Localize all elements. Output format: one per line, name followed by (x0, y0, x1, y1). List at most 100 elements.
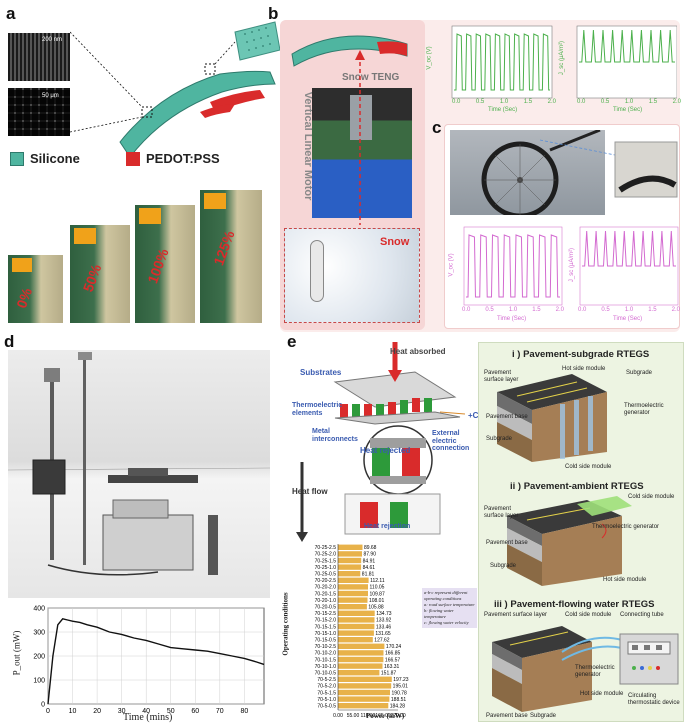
bicycle-wheel (481, 130, 678, 215)
chart-e-category-label: 70-20-0.5 (315, 605, 337, 611)
rtegs2-label-surface: Pavement surface layer (484, 506, 519, 519)
snow-label: Snow (380, 236, 410, 248)
chart-e-category-label: 70-20-1.5 (315, 591, 337, 597)
chart-e-category-label: 70-25-2.0 (315, 552, 337, 558)
chart-e-xtick: 55.00 (347, 713, 360, 719)
rtegs3-label-tube: Connecting tube (620, 612, 664, 618)
substrates-label: Substrates (300, 368, 342, 377)
silicone-device-illustration (70, 21, 281, 158)
strain-photo-125 (200, 190, 262, 323)
chart-e-bar (338, 683, 392, 689)
chart-e-xtick: 110.00 (361, 713, 376, 719)
chart-e-value-label: 87.90 (363, 552, 376, 558)
chart-e-bar (338, 656, 384, 663)
rtegs1-diagram (497, 374, 607, 462)
chart-d-ylabel: P_out (mW) (11, 630, 22, 676)
chart-e-bar (338, 544, 363, 550)
chart-e-category-label: 70-15-0.5 (315, 638, 337, 644)
chart-e-value-label: 131.65 (375, 631, 391, 637)
chart-e-category-label: 70-10-0.5 (315, 671, 337, 677)
rtegs3-diagram (492, 626, 679, 712)
thermoelectric-module-diagram (296, 342, 466, 542)
chart-e-value-label: 133.92 (376, 618, 392, 624)
chart-e-bar (338, 604, 367, 610)
chart-e-category-label: 70-25-2.5 (315, 545, 337, 551)
chart-d-xtick: 80 (240, 708, 248, 715)
chart-c-jsc (579, 226, 679, 306)
chart-e-category-label: 70-15-1.5 (315, 624, 337, 630)
chart-c-jsc-ylabel: J_sc (μA/m²) (569, 247, 576, 283)
external-connection-label: External electric connection (432, 430, 470, 453)
chart-b-jsc-ylabel: J_sc (μA/m²) (559, 40, 566, 76)
chart-d-xtick: 40 (142, 708, 150, 715)
chart-e-value-label: 134.73 (376, 611, 392, 617)
chart-e-category-label: 70-5-1.5 (317, 690, 336, 696)
legend-silicone-swatch (10, 152, 24, 166)
chart-d-grid (47, 607, 264, 705)
panel-letter-d: d (4, 332, 15, 351)
chart-e-category-label: 70-5-1.0 (317, 697, 336, 703)
chart-e-value-label: 89.68 (364, 545, 377, 551)
chart-e-category-label: 70-20-1.0 (315, 598, 337, 604)
rtegs1-label-hot: Hot side module (562, 366, 606, 372)
chart-d-xtick: 50 (167, 708, 175, 715)
chart-d-series-line (47, 618, 265, 705)
chart-e-xlabel: Power (mW) (366, 712, 405, 720)
heat-flow-label: Heat flow (292, 487, 328, 496)
rtegs1-label-surface: Pavement surface layer (484, 370, 519, 383)
panel-letter-a: a (6, 4, 16, 23)
chart-d-xtick: 10 (69, 708, 77, 715)
chart-e-bar (338, 617, 375, 623)
arctic-station-illustration (8, 352, 270, 576)
metal-interconnects-label: Metal interconnects (312, 428, 358, 443)
chart-e-value-label: 109.87 (369, 591, 385, 597)
rtegs2-label-hot: Hot side module (603, 577, 647, 583)
arctic-station-photo (8, 350, 270, 598)
heat-rejection-label: Heat rejection (364, 523, 411, 530)
chart-b-voc (451, 25, 553, 99)
chart-e-category-label: 70-10-1.0 (315, 664, 337, 670)
chart-e-value-label: 166.57 (385, 657, 401, 663)
chart-c-voc-xlabel: Time (Sec) (497, 316, 527, 322)
chart-e-category-label: 70-10-2.5 (315, 644, 337, 650)
chart-e-bars (338, 544, 392, 709)
dashed-arrow (355, 50, 365, 225)
chart-d-ytick: 100 (33, 678, 45, 685)
chart-e-bar (338, 557, 362, 564)
sem-scale-top: 200 nm (42, 37, 63, 43)
rtegs3-label-hot: Hot side module (580, 691, 624, 697)
chart-e-xtick: 165.00 (375, 713, 391, 719)
chart-e-value-label: 84.61 (363, 565, 376, 571)
chart-e-value-label: 195.01 (393, 684, 409, 690)
snow-teng-illustration (291, 35, 408, 67)
panel-letter-e: e (287, 332, 297, 351)
chart-e-value-label: 127.62 (374, 638, 390, 644)
chart-e-bar (338, 630, 374, 636)
chart-d-xlabel: Time (mins) (123, 712, 173, 723)
chart-e-value-labels: 89.6887.9084.9184.6181.81112.11110.05109… (362, 545, 409, 709)
clamp-125 (204, 193, 226, 209)
chart-e-bar (338, 571, 361, 577)
chart-e-bar (338, 663, 383, 669)
snow-photo (284, 228, 420, 323)
chart-e-value-label: 108.01 (369, 598, 385, 604)
chart-e-value-label: 190.78 (392, 690, 408, 696)
chart-e-bar (338, 703, 389, 709)
rtegs1-label-cold: Cold side module (565, 464, 612, 470)
chart-e-xtick: 0.00 (333, 713, 343, 719)
snow-teng-label: Snow TENG (342, 72, 400, 83)
rtegs3-label-base: Pavement base (486, 713, 528, 719)
chart-e-value-label: 184.28 (390, 704, 406, 710)
legend-pedot-label: PEDOT:PSS (146, 151, 220, 166)
chart-e-bar (338, 696, 390, 702)
chart-b-voc-ylabel: V_oc (V) (426, 46, 433, 70)
sem-image-top (8, 33, 70, 81)
rtegs1-label-teg: Thermoelectric generator (624, 403, 664, 416)
panel-letter-b: b (268, 4, 279, 23)
chart-e-bar (338, 670, 380, 676)
chart-e-value-label: 84.91 (363, 558, 376, 564)
chart-d-ytick: 200 (33, 654, 45, 661)
